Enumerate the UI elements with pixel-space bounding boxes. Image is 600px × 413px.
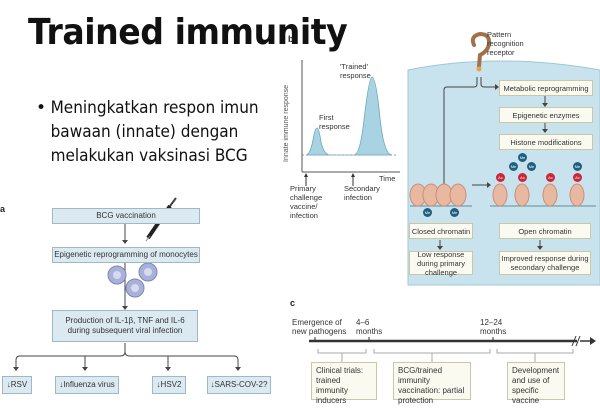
outcome-rsv: ↓RSV [2, 376, 32, 394]
primary-challenge-label: Primary challenge vaccine/ infection [290, 184, 323, 220]
open-chromatin-label: Open chromatin [499, 223, 591, 239]
phase-clinical-trials: Clinical trials: trained immunity induce… [311, 362, 377, 405]
open-nucleosomes [492, 183, 585, 207]
bullet-dot-icon: • [36, 98, 47, 118]
timeline-12-24-months: 12–24 months [480, 318, 507, 336]
pathway-metabolic: Metabolic reprogramming [499, 80, 593, 96]
outcome-sars-cov-2: ↓SARS-COV-2? [207, 376, 271, 394]
receptor-label: Pattern recognition receptor [487, 30, 524, 57]
ac-mark: Ac [496, 173, 505, 182]
panel-a-label: a [0, 204, 6, 214]
timeline-start-label: Emergence of new pathogens [292, 318, 347, 336]
bullet-point: • Meningkatkan respon imun bawaan (innat… [36, 96, 288, 168]
me-mark: Me [423, 208, 432, 217]
trained-response-label: 'Trained' response [340, 62, 371, 80]
first-response-label: First response [319, 113, 350, 131]
me-mark: Me [518, 153, 527, 162]
response-graph [301, 60, 400, 186]
low-response-label: Low response during primary challenge [409, 250, 473, 277]
pattern-recognition-receptor-icon [470, 31, 492, 72]
panel-c-label: c [290, 298, 296, 308]
timeline-4-6-months: 4–6 months [356, 318, 383, 336]
ac-mark: Ac [573, 173, 582, 182]
step-epigenetic-reprogramming: Epigenetic reprogramming of monocytes [52, 247, 200, 263]
panel-b-label: b [288, 34, 294, 44]
pathway-histone-modifications: Histone modifications [499, 134, 593, 150]
me-mark: Me [573, 162, 582, 171]
phase-specific-vaccine: Development and use of specific vaccine [507, 362, 565, 405]
me-mark: Me [450, 208, 459, 217]
closed-nucleosomes [409, 183, 467, 207]
phase-bcg-vaccination: BCG/trained immunity vaccination: partia… [393, 362, 471, 405]
outcome-influenza: ↓Influenza virus [55, 376, 119, 394]
bullet-text: Meningkatkan respon imun bawaan (innate)… [50, 98, 259, 166]
ac-mark: Ac [518, 173, 527, 182]
graph-xlabel: Time [379, 174, 396, 183]
improved-response-label: Improved response during secondary chall… [499, 251, 591, 275]
step-bcg-vaccination: BCG vaccination [52, 208, 200, 224]
slide-title: Trained immunity [28, 12, 348, 53]
monocyte-cells-icon [107, 262, 158, 298]
secondary-infection-label: Secondary infection [344, 184, 380, 202]
outcome-hsv2: ↓HSV2 [152, 376, 186, 394]
ac-mark: Ac [546, 173, 555, 182]
closed-chromatin-label: Closed chromatin [409, 223, 473, 239]
me-mark: Me [527, 162, 536, 171]
me-mark: Me [509, 162, 518, 171]
step-cytokine-production: Production of IL-1β, TNF and IL-6 during… [52, 310, 198, 342]
pathway-epigenetic-enzymes: Epigenetic enzymes [499, 107, 593, 123]
